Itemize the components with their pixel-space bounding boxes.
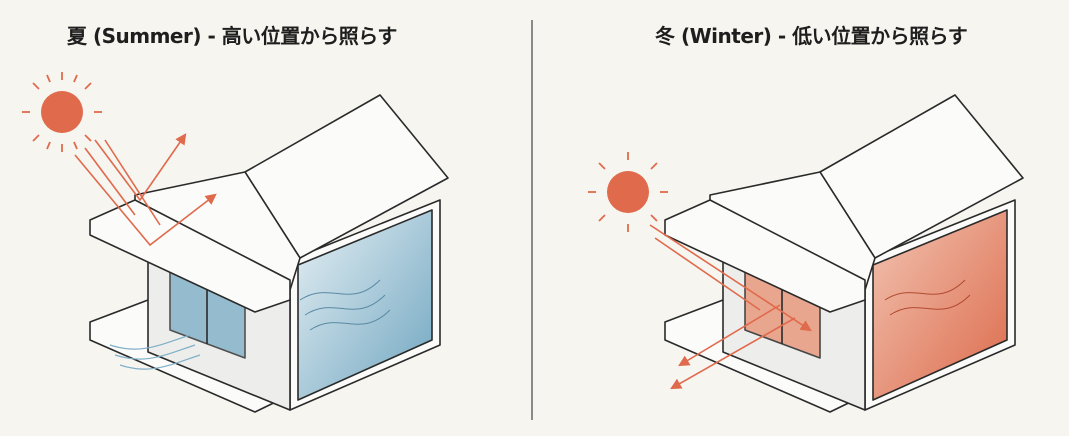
- summer-house: [89, 94, 449, 413]
- summer-sun-icon: [22, 72, 102, 152]
- reflected-ray-arrow: [74, 154, 217, 247]
- breeze-lines: [109, 334, 201, 370]
- winter-house: [664, 94, 1024, 413]
- sun-ray: [84, 147, 136, 216]
- reflected-ray-arrow: [94, 133, 187, 202]
- interior-airflow: [299, 279, 391, 331]
- sun-ray-arrow: [649, 224, 812, 332]
- reflected-ray-arrow: [670, 317, 796, 390]
- eave-slab: [89, 199, 291, 313]
- winter-sun-rays: [649, 224, 812, 390]
- reflected-ray-arrow: [678, 304, 781, 367]
- summer-title: 夏 (Summer) - 高い位置から照らす: [67, 24, 397, 48]
- winter-title: 冬 (Winter) - 低い位置から照らす: [655, 24, 968, 48]
- interior-cutaway: [297, 209, 433, 401]
- interior-warmth-lines: [884, 279, 971, 316]
- sun-ray: [654, 237, 761, 311]
- winter-sun-icon: [588, 152, 668, 232]
- sun-ray: [104, 139, 161, 226]
- interior-cutaway: [872, 209, 1008, 401]
- summer-sun-rays: [74, 133, 217, 247]
